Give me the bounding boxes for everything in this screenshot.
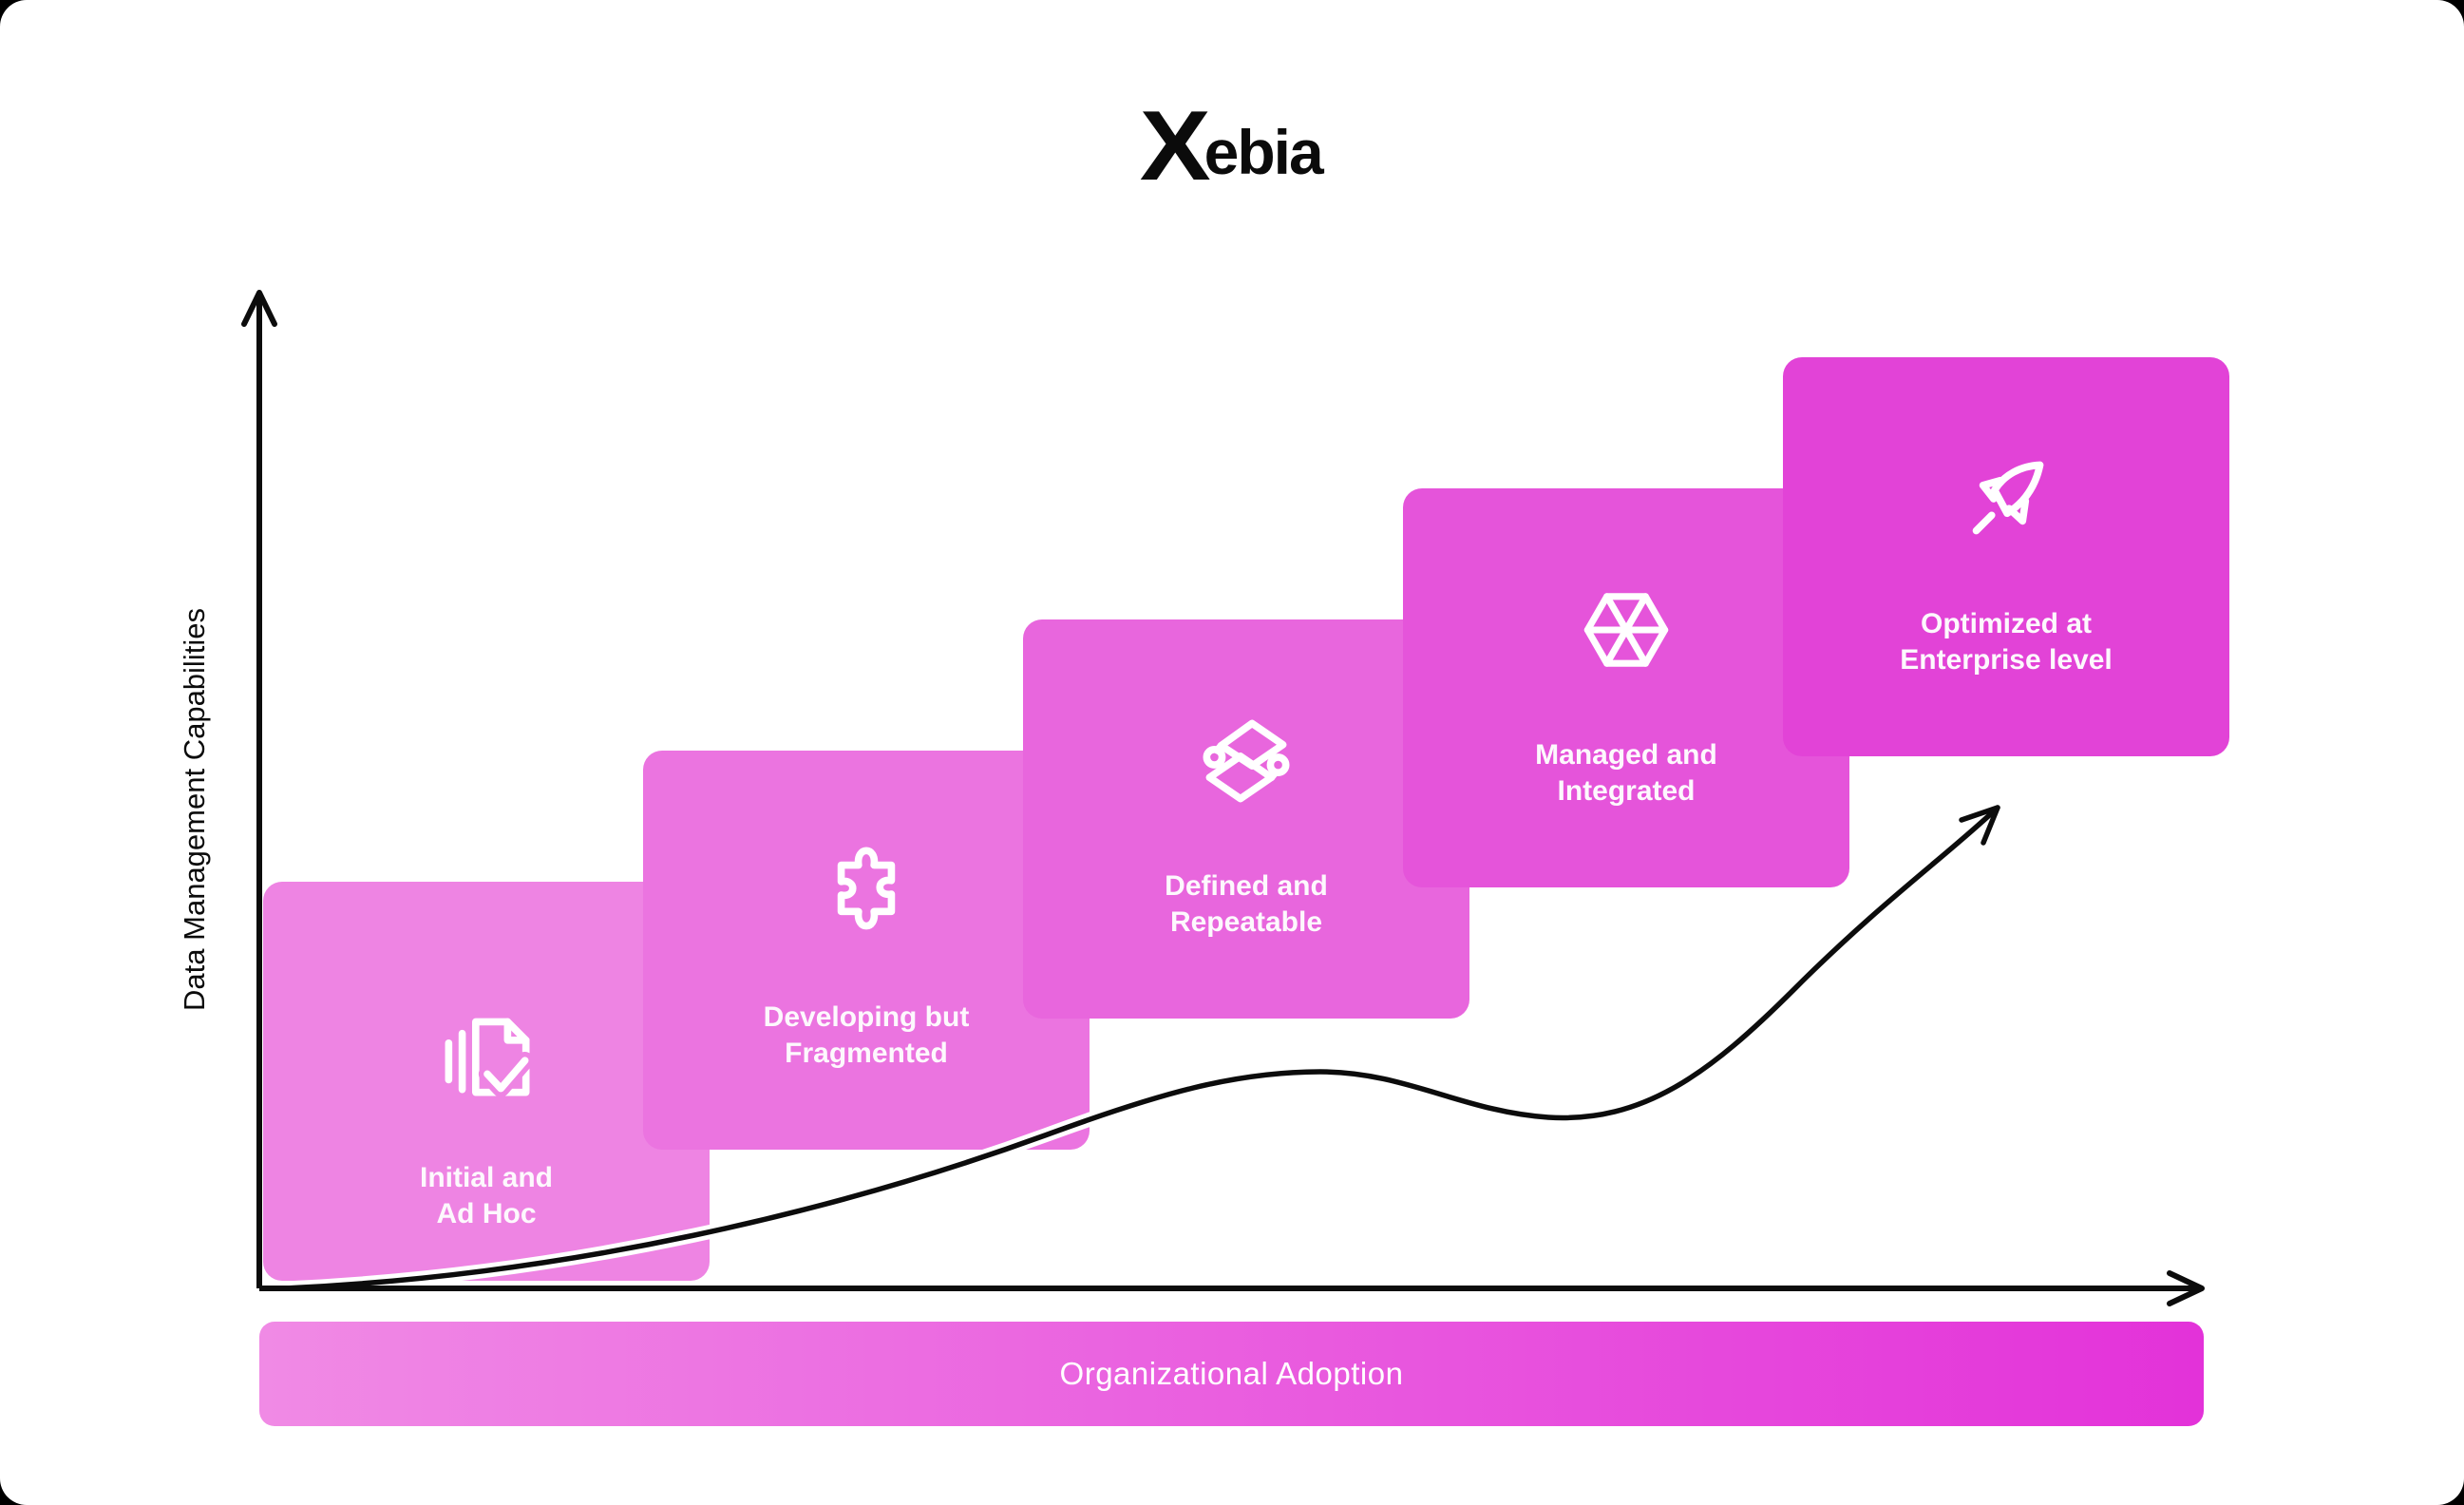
stage-label-line: Repeatable — [1169, 906, 1323, 938]
stage-label-line: Fragmented — [785, 1038, 948, 1069]
logo-wordmark: ebia — [1204, 117, 1324, 187]
organizational-adoption-label: Organizational Adoption — [1059, 1356, 1404, 1391]
hexagon-segments-icon — [1403, 572, 1849, 688]
growth-curve-arrowhead-icon — [1959, 805, 2000, 846]
stage-label-line: Initial and — [419, 1162, 553, 1193]
xebia-logo: X ebia — [1140, 91, 1324, 196]
stage-label: Optimized at Enterprise level — [1783, 606, 2229, 678]
stage-label-line: Developing but — [763, 1001, 970, 1033]
y-axis-arrowhead-icon — [241, 290, 277, 327]
stage-label-line: Managed and — [1535, 739, 1717, 771]
x-axis-arrowhead-icon — [2167, 1270, 2205, 1306]
stage-label-line: Optimized at — [1920, 608, 2092, 639]
stage-label-line: Integrated — [1557, 775, 1696, 807]
stage-label-line: Ad Hoc — [436, 1198, 537, 1229]
stage-label-line: Defined and — [1165, 870, 1328, 902]
stage-label: Initial and Ad Hoc — [263, 1160, 710, 1232]
logo-x-mark: X — [1139, 91, 1211, 201]
data-flow-icon — [1023, 703, 1469, 819]
organizational-adoption-bar: Organizational Adoption — [259, 1322, 2204, 1426]
rocket-icon — [1783, 441, 2229, 557]
y-axis-label: Data Management Capabilities — [178, 608, 211, 1011]
stage-label-line: Enterprise level — [1900, 644, 2113, 676]
stage-box-5: Optimized at Enterprise level — [1783, 357, 2229, 756]
